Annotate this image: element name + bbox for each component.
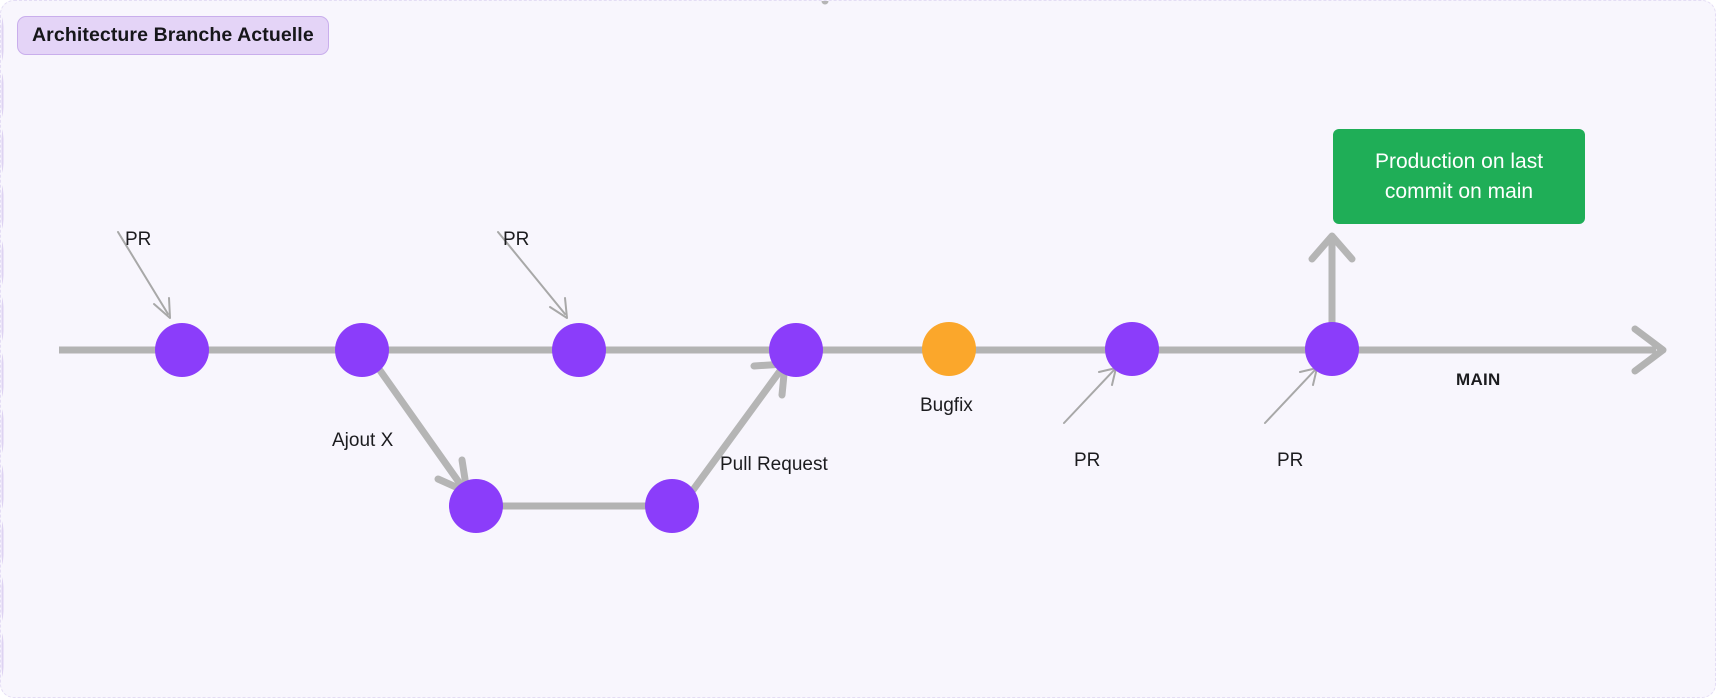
pr-annotation-arrow-2-head: [549, 297, 568, 319]
branch-out-arrow-line: [375, 365, 467, 492]
pr-annotation-arrow-4-line: [1264, 369, 1316, 424]
pr-annotation-arrow-1-line: [117, 231, 169, 315]
label-ajout-x: Ajout X: [332, 430, 394, 451]
commit-node-c2[interactable]: [335, 323, 389, 377]
feature-node-b1[interactable]: [449, 479, 503, 533]
commit-node-c3[interactable]: [552, 323, 606, 377]
label-pull-request: Pull Request: [720, 454, 828, 475]
commit-node-c1[interactable]: [155, 323, 209, 377]
label-pr-3: PR: [1074, 450, 1101, 471]
label-main-branch: MAIN: [1456, 370, 1501, 389]
production-box: Production on last commit on main: [1333, 129, 1585, 224]
label-pr-4: PR: [1277, 450, 1304, 471]
label-pr-2: PR: [503, 229, 530, 250]
pull-request-arrow-line: [689, 367, 784, 494]
production-arrowhead: [1308, 232, 1356, 263]
label-bugfix: Bugfix: [920, 395, 973, 416]
pr-annotation-arrow-2-line: [497, 231, 566, 315]
label-pr-1: PR: [125, 229, 152, 250]
commit-node-c6[interactable]: [1105, 322, 1159, 376]
production-box-text: Production on last commit on main: [1374, 149, 1544, 203]
pr-annotation-arrow-1-head: [153, 297, 171, 319]
main-branch-arrowhead: [1631, 325, 1667, 375]
bugfix-node[interactable]: [922, 322, 976, 376]
pr-annotation-arrow-3-line: [1063, 369, 1115, 424]
diagram-title-pill: Architecture Branche Actuelle: [17, 16, 329, 56]
feature-node-b2[interactable]: [645, 479, 699, 533]
commit-node-c4[interactable]: [769, 323, 823, 377]
commit-node-c7[interactable]: [1305, 322, 1359, 376]
